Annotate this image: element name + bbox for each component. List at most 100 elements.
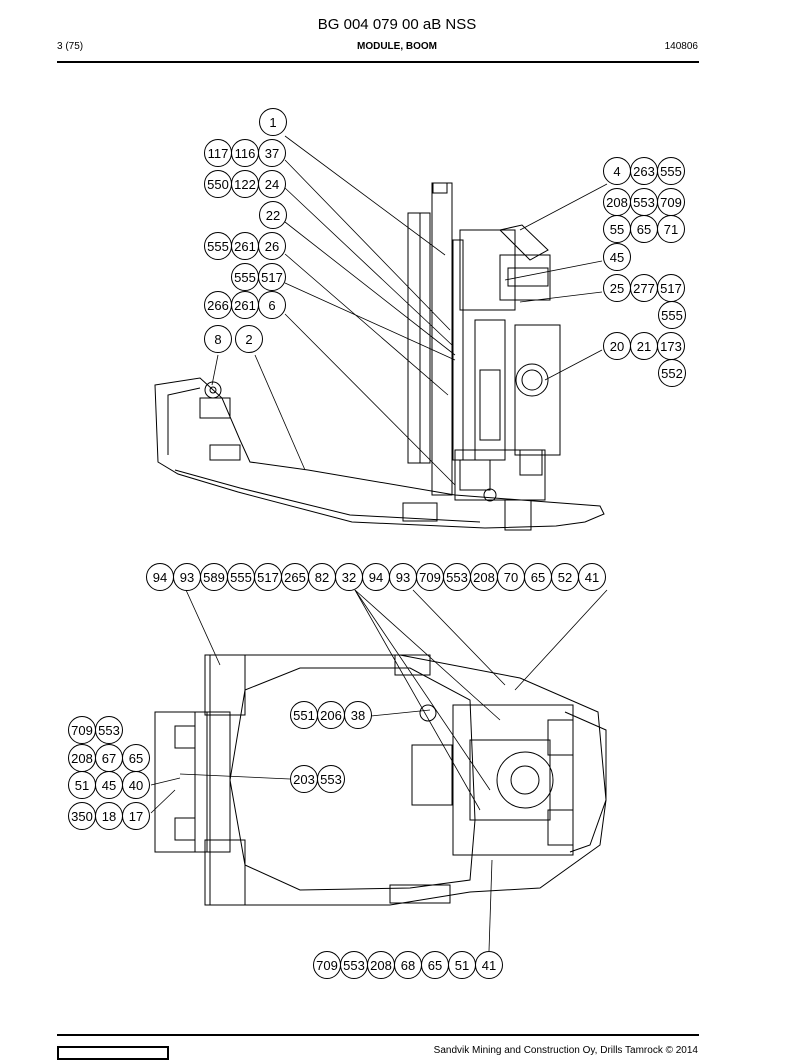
callout-number: 25 [610,281,624,296]
callout-number: 65 [129,751,143,766]
callout-number: 709 [660,195,682,210]
callout-number: 203 [293,772,315,787]
callout-number: 553 [633,195,655,210]
callout-number: 206 [320,708,342,723]
callout-balloon [122,802,150,830]
callout-balloon [258,263,286,291]
callout-balloon [258,291,286,319]
callout-group: 45 [603,243,631,271]
callout-balloon [657,215,685,243]
callout-number: 173 [660,339,682,354]
callout-number: 208 [473,570,495,585]
callout-balloon [603,243,631,271]
callout-number: 18 [102,809,116,824]
callout-number: 4 [613,164,620,179]
callout-balloon [258,170,286,198]
callout-number: 1 [269,115,276,130]
callout-number: 553 [446,570,468,585]
callout-number: 553 [320,772,342,787]
callout-number: 555 [661,308,683,323]
side-view-leaders [211,135,608,486]
callout-number: 552 [661,366,683,381]
callout-balloon [258,232,286,260]
callout-number: 45 [610,250,624,265]
callout-number: 266 [207,298,229,313]
callout-group: 203 553 [290,765,345,793]
callout-group: 22 [259,201,287,229]
callout-number: 32 [342,570,356,585]
callout-number: 551 [293,708,315,723]
callout-balloon [317,765,345,793]
callout-group: 20 21 173 [603,332,685,360]
callout-number: 51 [75,778,89,793]
callout-number: 38 [351,708,365,723]
callout-number: 709 [316,958,338,973]
callout-balloon [258,139,286,167]
callout-number: 93 [396,570,410,585]
callout-number: 40 [129,778,143,793]
callout-number: 277 [633,281,655,296]
callout-balloon [475,951,503,979]
callout-number: 21 [637,339,651,354]
callout-number: 41 [482,958,496,973]
callout-number: 553 [343,958,365,973]
callout-number: 517 [660,281,682,296]
callout-balloon [658,359,686,387]
callout-balloon [95,716,123,744]
callout-balloon [344,701,372,729]
callout-group: 1 [259,108,287,136]
callout-number: 65 [637,222,651,237]
callout-number: 589 [203,570,225,585]
callout-number: 117 [208,146,229,161]
document-date: 140806 [664,41,698,52]
callout-number: 261 [234,239,256,254]
footer-copyright: Sandvik Mining and Construction Oy, Dril… [433,1045,698,1056]
document-code: BG 004 079 00 aB NSS [317,16,477,33]
callout-number: 116 [235,146,256,161]
callout-group: 8 [204,325,232,353]
callout-balloon [259,201,287,229]
page-number: 3 (75) [57,41,84,52]
callout-number: 2 [245,332,252,347]
callout-number: 122 [234,177,256,192]
callout-group: 2 [235,325,263,353]
callout-group: 25 277 517 [603,274,685,302]
callout-number: 517 [261,270,283,285]
callout-number: 71 [664,222,678,237]
callout-group: 551 206 38 [290,701,372,729]
sandvik-logo [57,1046,169,1060]
footer-rule [57,1034,699,1036]
callout-number: 350 [71,809,93,824]
callout-number: 65 [428,958,442,973]
callout-number: 94 [153,570,167,585]
callout-number: 8 [214,332,221,347]
callout-number: 41 [585,570,599,585]
callout-group: 51 45 40 [68,771,150,799]
callout-number: 51 [455,958,469,973]
callout-number: 208 [71,751,93,766]
callout-number: 26 [265,239,279,254]
callout-group: 555 [658,301,686,329]
callout-number: 67 [102,751,116,766]
callout-number: 6 [268,298,275,313]
callout-number: 82 [315,570,329,585]
callout-number: 555 [660,164,682,179]
callout-group: 552 [658,359,686,387]
callout-number: 555 [234,270,256,285]
callout-number: 52 [558,570,572,585]
callout-number: 550 [207,177,229,192]
callout-number: 208 [606,195,628,210]
callout-number: 45 [102,778,116,793]
callout-number: 20 [610,339,624,354]
callout-number: 555 [230,570,252,585]
callout-number: 208 [370,958,392,973]
callout-number: 37 [265,146,279,161]
callout-number: 263 [633,164,655,179]
callout-number: 553 [98,723,120,738]
